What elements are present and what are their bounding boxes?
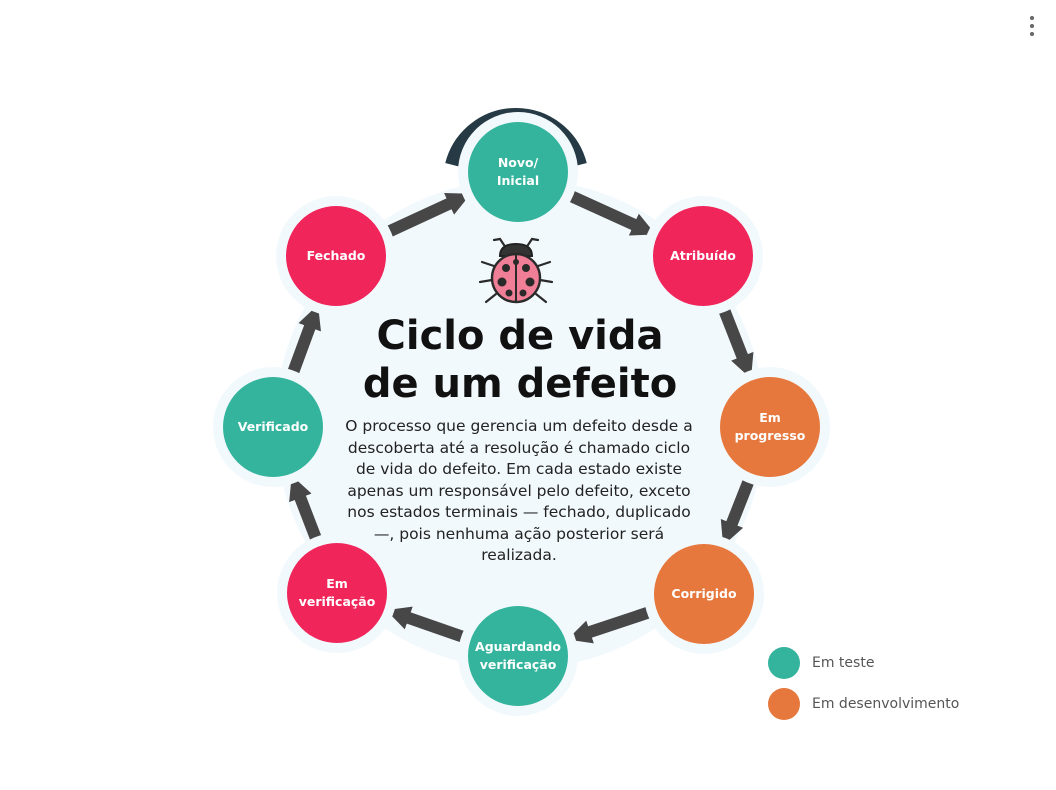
state-node-corrigido[interactable]: Corrigido xyxy=(654,544,754,644)
transition-arrow xyxy=(289,475,324,545)
dot-icon xyxy=(1030,24,1034,28)
legend-item-em-teste: Em teste xyxy=(768,646,959,680)
cycle-arrows xyxy=(286,188,756,644)
diagram-description: O processo que gerencia um defeito desde… xyxy=(345,417,693,564)
more-options-button[interactable] xyxy=(1022,12,1042,40)
legend-label: Em desenvolvimento xyxy=(812,696,960,712)
state-node-verificado[interactable]: Verificado xyxy=(223,377,323,477)
legend-swatch xyxy=(768,647,800,679)
transition-arrow xyxy=(564,188,656,236)
legend-swatch xyxy=(768,688,800,720)
transition-arrow xyxy=(382,192,471,239)
state-node-fechado[interactable]: Fechado xyxy=(286,206,386,306)
transition-arrow xyxy=(720,475,756,546)
cycle-backdrop xyxy=(275,179,765,669)
transition-arrow xyxy=(567,605,655,644)
title-line: Ciclo de vida xyxy=(376,313,664,359)
legend-item-em-desenvolvimento: Em desenvolvimento xyxy=(768,687,959,721)
transition-arrow xyxy=(717,304,754,379)
ladybug-icon xyxy=(478,237,554,304)
legend: Em teste Em desenvolvimento xyxy=(768,646,959,728)
dot-icon xyxy=(1030,16,1034,20)
transition-arrow xyxy=(386,606,469,644)
legend-label: Em teste xyxy=(812,655,875,671)
state-node-novo-inicial[interactable]: Novo/ Inicial xyxy=(468,122,568,222)
start-marker-arc xyxy=(445,108,587,168)
state-node-em-progresso[interactable]: Em progresso xyxy=(720,377,820,477)
transition-arrow xyxy=(286,304,321,379)
state-node-atribuído[interactable]: Atribuído xyxy=(653,206,753,306)
diagram-title: Ciclo de vida de um defeito xyxy=(330,312,710,408)
title-line: de um defeito xyxy=(362,361,678,407)
state-node-aguardando-verificação[interactable]: Aguardando verificação xyxy=(468,606,568,706)
state-node-em-verificação[interactable]: Em verificação xyxy=(287,543,387,643)
dot-icon xyxy=(1030,32,1034,36)
